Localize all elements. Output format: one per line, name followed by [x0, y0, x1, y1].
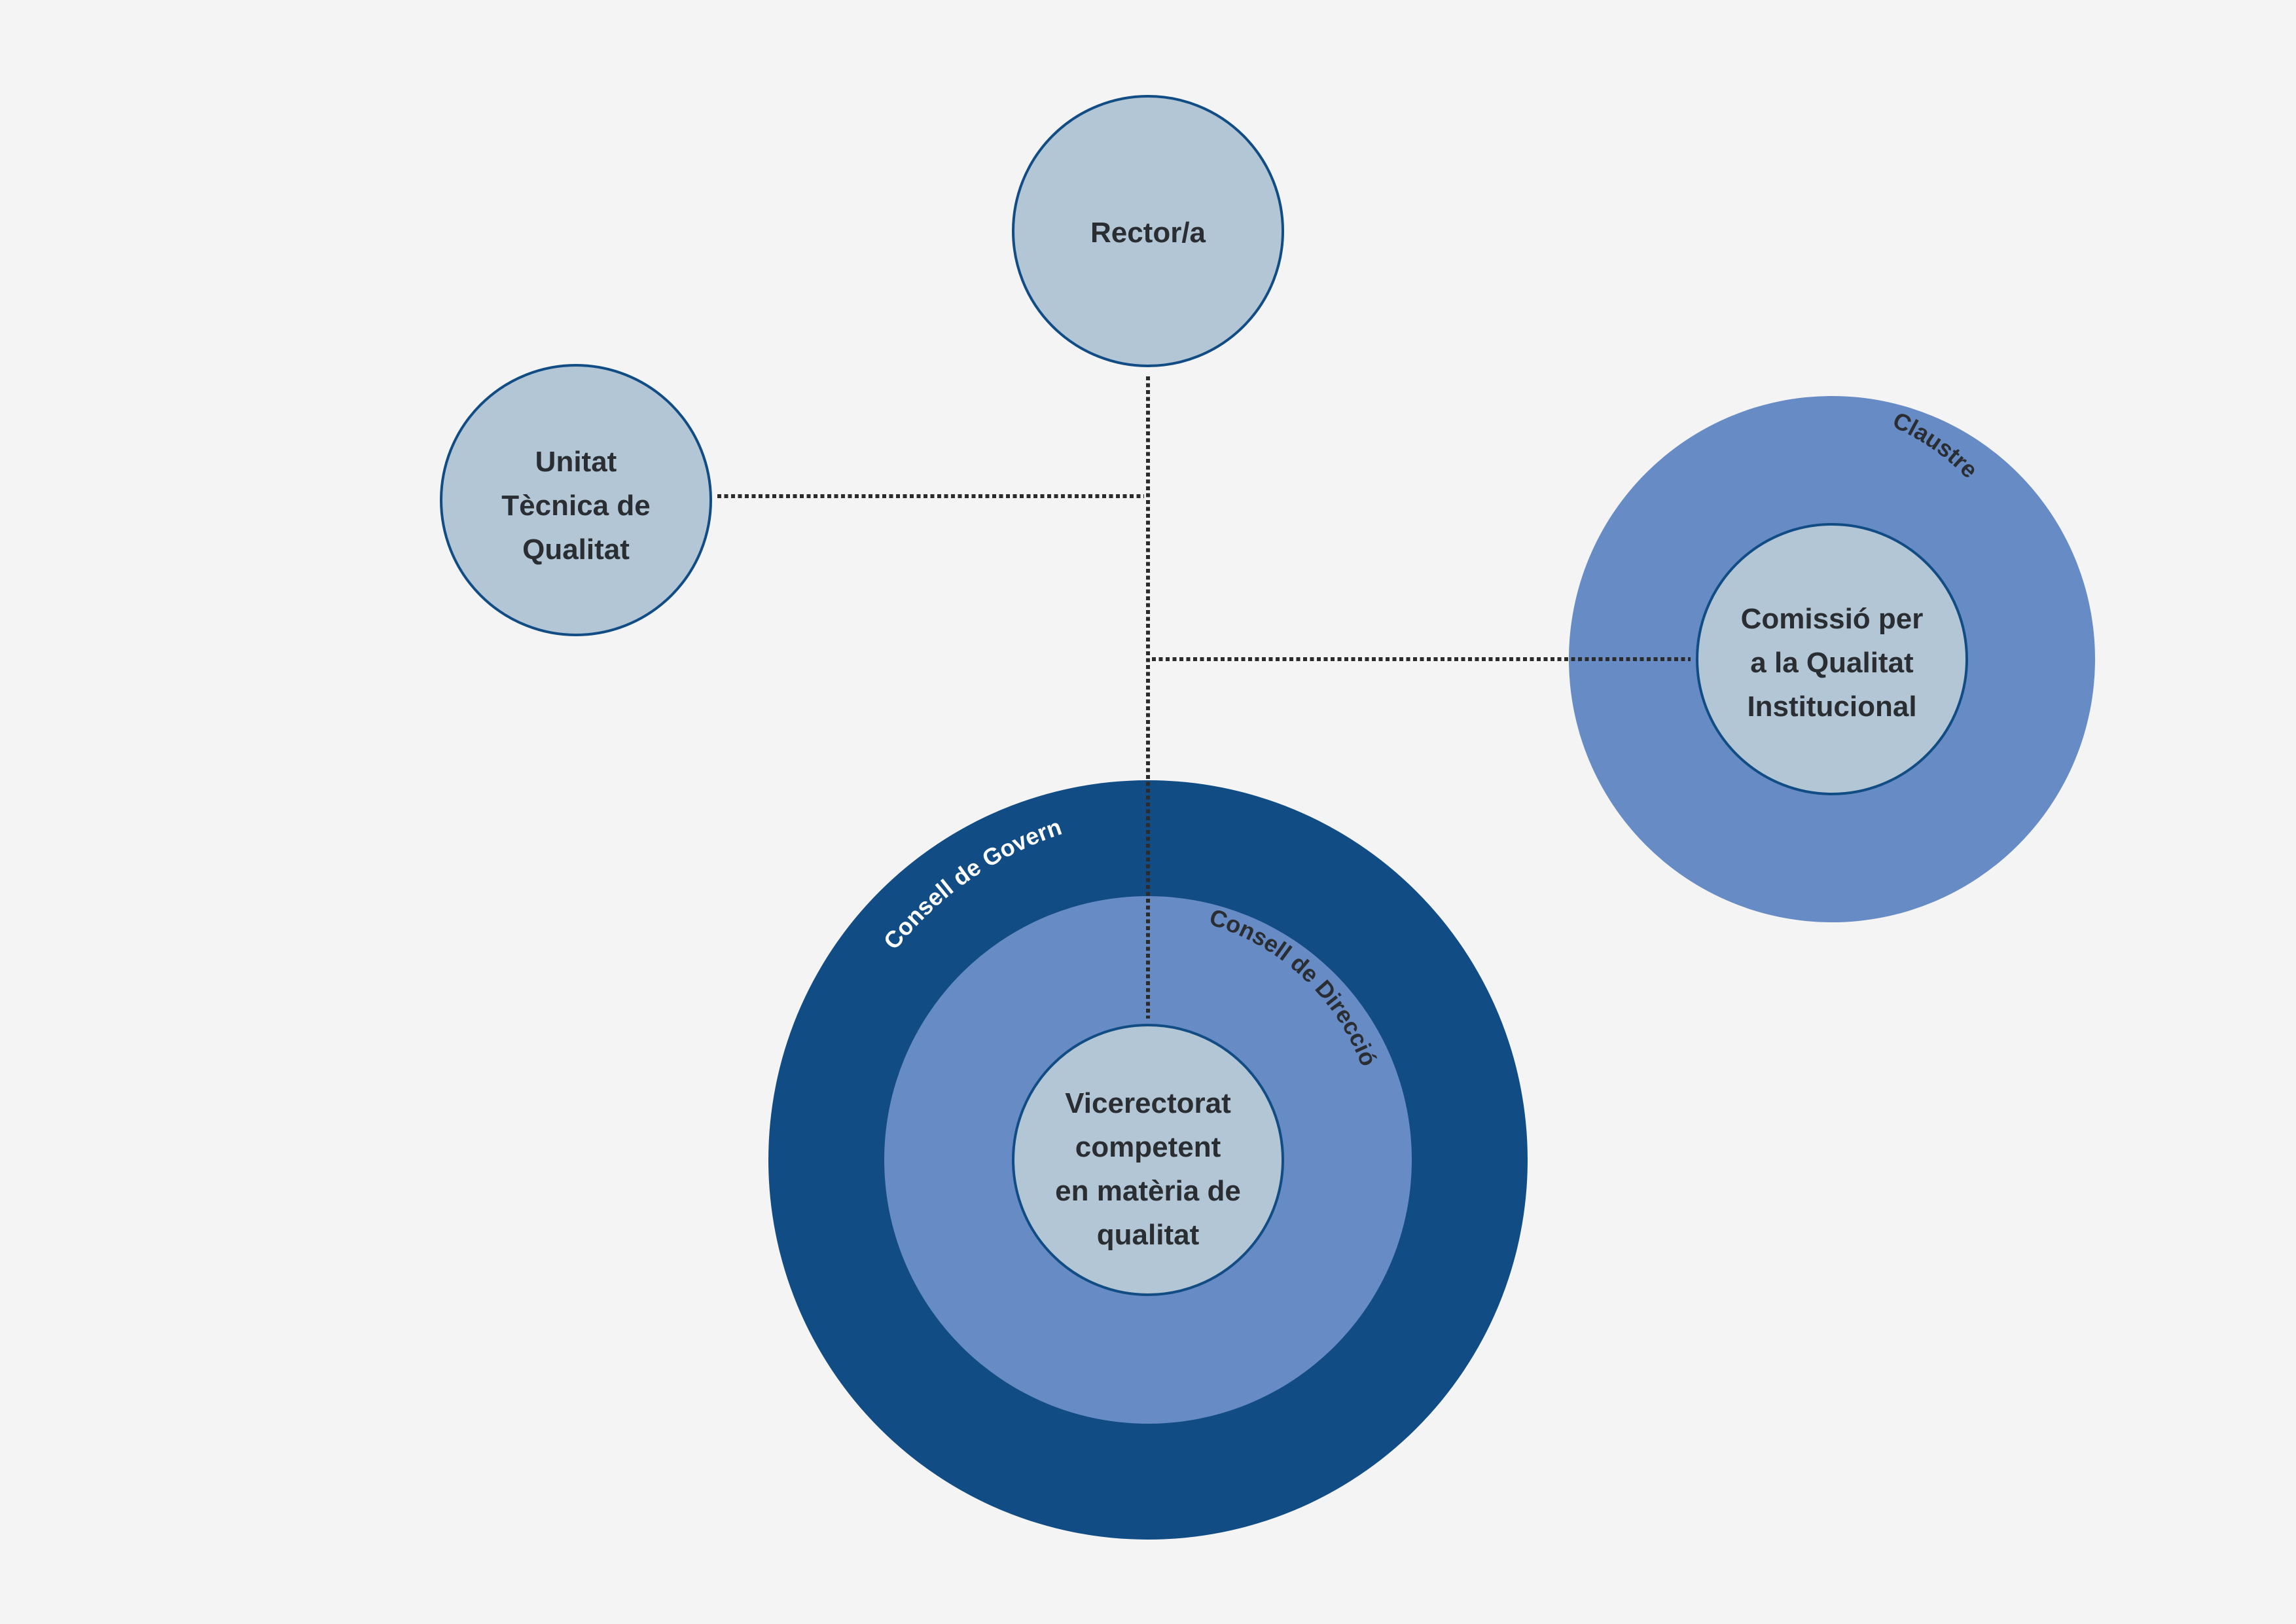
rector-label: Rector/a	[1090, 217, 1206, 249]
unitat-tecnica-node	[440, 364, 712, 636]
connectors	[717, 376, 1691, 1019]
comissio-label-line-2: a la Qualitat	[1750, 647, 1914, 679]
vicerectorat-label-line-2: competent	[1075, 1131, 1221, 1163]
comissio-qualitat-label: Comissió per a la Qualitat Institucional	[1741, 603, 1924, 723]
comissio-label-line-3: Institucional	[1747, 691, 1916, 723]
unitat-label-line-1: Unitat	[535, 446, 617, 478]
comissio-qualitat-node	[1696, 523, 1968, 795]
unitat-label-line-3: Qualitat	[522, 533, 630, 566]
unitat-tecnica-label: Unitat Tècnica de Qualitat	[501, 446, 650, 566]
comissio-label-line-1: Comissió per	[1741, 603, 1924, 635]
vicerectorat-label: Vicerectorat competent en matèria de qua…	[1055, 1087, 1241, 1251]
vicerectorat-label-line-1: Vicerectorat	[1065, 1087, 1231, 1119]
vicerectorat-node	[1012, 1024, 1284, 1296]
vicerectorat-label-line-3: en matèria de	[1055, 1175, 1241, 1207]
rector-node	[1012, 95, 1284, 367]
unitat-label-line-2: Tècnica de	[501, 490, 650, 522]
vicerectorat-label-line-4: qualitat	[1097, 1219, 1200, 1251]
